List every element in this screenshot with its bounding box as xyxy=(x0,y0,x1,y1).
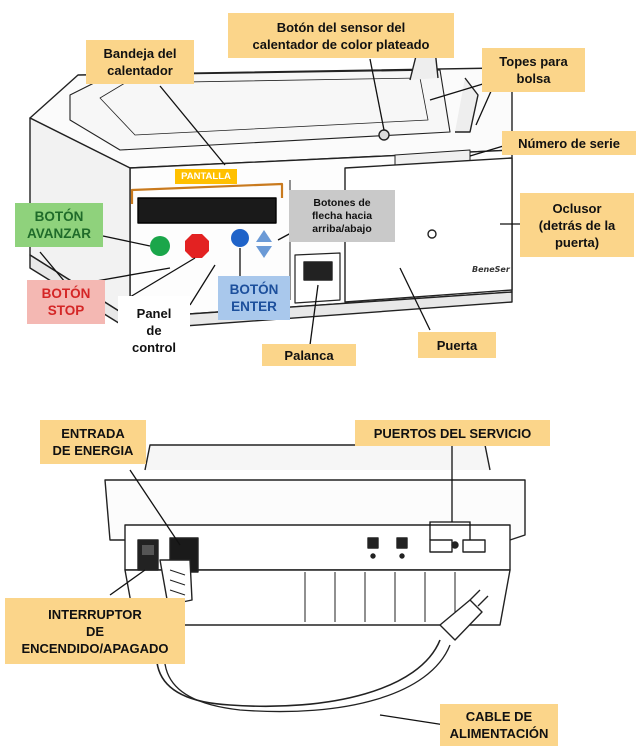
label-sensor-button: Botón del sensor del calentador de color… xyxy=(228,13,454,58)
stop-button xyxy=(185,234,209,258)
lever-handle xyxy=(303,261,333,281)
occluder-knob xyxy=(427,229,437,239)
label-enter-button: BOTÓN ENTER xyxy=(218,276,290,320)
label-heater-tray: Bandeja del calentador xyxy=(86,40,194,84)
label-advance-button: BOTÓN AVANZAR xyxy=(15,203,103,247)
service-port-1 xyxy=(367,537,379,549)
label-display: PANTALLA xyxy=(175,169,237,184)
label-occluder: Oclusor (detrás de la puerta) xyxy=(520,193,634,257)
label-lever: Palanca xyxy=(262,344,356,366)
display-bracket xyxy=(130,182,284,204)
arrow-up-icon xyxy=(256,230,272,242)
tray-inner-line xyxy=(99,77,429,136)
label-control-panel: Panel de control xyxy=(118,296,190,364)
rear-top xyxy=(144,444,491,471)
label-service-ports: PUERTOS DEL SERVICIO xyxy=(355,420,550,446)
power-plug xyxy=(439,599,483,641)
service-port-db9b xyxy=(462,539,486,553)
power-switch-rocker xyxy=(142,545,154,555)
leader-lines-bottom xyxy=(109,446,471,726)
display-screen xyxy=(137,197,277,224)
arrow-down-icon xyxy=(256,246,272,258)
label-stop-button: BOTÓN STOP xyxy=(27,280,105,324)
sensor-button-silver xyxy=(378,129,390,141)
leader-lines-top xyxy=(39,58,522,346)
service-port-db9 xyxy=(429,539,453,553)
advance-button xyxy=(150,236,170,256)
label-arrow-buttons: Botones de flecha hacia arriba/abajo xyxy=(289,190,395,242)
bag-stop-right xyxy=(455,77,479,133)
label-power-switch: INTERRUPTOR DE ENCENDIDO/APAGADO xyxy=(5,598,185,664)
label-door: Puerta xyxy=(418,332,496,358)
label-bag-stops: Topes para bolsa xyxy=(482,48,585,92)
label-power-inlet: ENTRADA DE ENERGIA xyxy=(40,420,146,464)
label-power-cable: CABLE DE ALIMENTACIÓN xyxy=(440,704,558,746)
brand-mark: BeneSer xyxy=(472,265,510,274)
label-serial-number: Número de serie xyxy=(502,131,636,155)
rear-device xyxy=(104,444,526,713)
service-port-2 xyxy=(396,537,408,549)
enter-button xyxy=(231,229,249,247)
